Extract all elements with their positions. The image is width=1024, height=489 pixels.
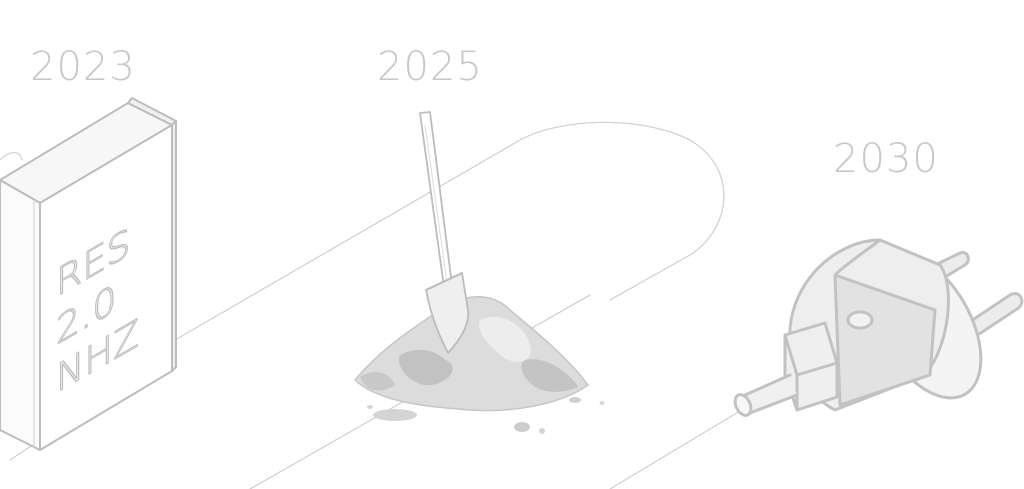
shovel-dirt-icon bbox=[340, 105, 620, 445]
book-icon: RES 2.0 NHZ bbox=[0, 95, 200, 455]
year-label-2023: 2023 bbox=[30, 47, 136, 87]
year-label-2025: 2025 bbox=[377, 47, 483, 87]
plug-icon bbox=[725, 225, 1024, 445]
year-label-2030: 2030 bbox=[833, 139, 939, 179]
